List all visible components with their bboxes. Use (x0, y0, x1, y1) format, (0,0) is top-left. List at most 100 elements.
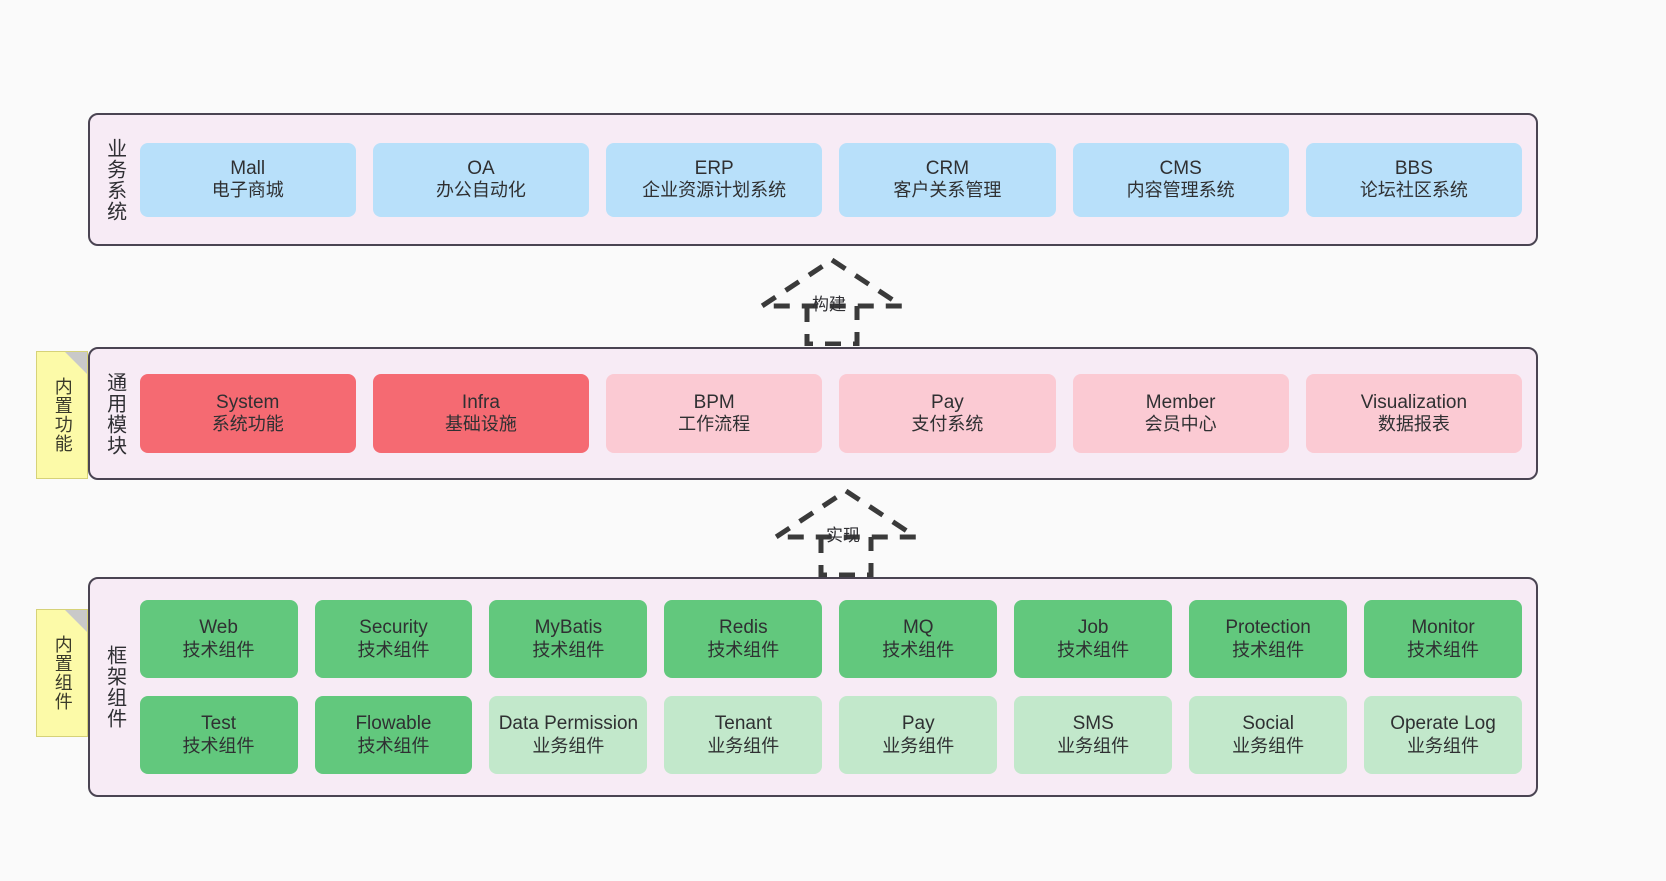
node-title: Data Permission (498, 713, 639, 735)
node-subtitle: 业务组件 (707, 735, 780, 756)
sticky-note-builtin-components: 内置组件 (36, 609, 88, 737)
layer-business-system-caption: 业务系统 (103, 137, 126, 222)
node-subtitle: 业务组件 (1407, 735, 1479, 756)
node-subtitle: 业务组件 (1232, 735, 1305, 756)
node-title: Mall (230, 157, 266, 179)
node-crm[interactable]: CRM 客户关系管理 (839, 142, 1056, 217)
node-erp[interactable]: ERP 企业资源计划系统 (606, 142, 823, 217)
sticky-note-text: 内置组件 (52, 635, 73, 711)
node-title: MQ (902, 617, 934, 639)
node-subtitle: 技术组件 (1232, 639, 1305, 660)
connector-implement-label: 实现 (826, 526, 860, 545)
node-mybatis[interactable]: MyBatis 技术组件 (489, 600, 648, 678)
node-subtitle: 技术组件 (1407, 639, 1479, 660)
node-title: Member (1145, 391, 1216, 413)
node-title: Web (199, 617, 238, 639)
node-tenant[interactable]: Tenant 业务组件 (664, 696, 823, 774)
layer-business-system: 业务系统 Mall 电子商城 OA 办公自动化 ERP 企业资源计划系统 CRM… (88, 113, 1538, 246)
node-bbs[interactable]: BBS 论坛社区系统 (1305, 142, 1522, 217)
node-subtitle: 技术组件 (532, 639, 605, 660)
node-subtitle: 技术组件 (357, 735, 430, 756)
folded-corner-icon (65, 610, 87, 632)
node-title: Redis (719, 617, 768, 639)
node-subtitle: 电子商城 (211, 180, 284, 201)
layer-framework-component-body: Web 技术组件 Security 技术组件 MyBatis 技术组件 Redi… (136, 579, 1536, 795)
node-subtitle: 业务组件 (1057, 735, 1130, 756)
node-oa[interactable]: OA 办公自动化 (372, 142, 590, 217)
node-infra[interactable]: Infra 基础设施 (372, 374, 590, 453)
node-subtitle: 技术组件 (882, 639, 955, 660)
node-data-permission[interactable]: Data Permission 业务组件 (489, 696, 648, 774)
node-visualization[interactable]: Visualization 数据报表 (1305, 374, 1522, 453)
node-title: Operate Log (1390, 713, 1496, 735)
sticky-note-builtin-features: 内置功能 (36, 351, 88, 479)
node-title: CMS (1159, 157, 1202, 179)
connector-build-label: 构建 (812, 295, 846, 314)
node-redis[interactable]: Redis 技术组件 (664, 600, 823, 678)
layer-common-module-body: System 系统功能 Infra 基础设施 BPM 工作流程 Pay 支付系统… (136, 349, 1536, 478)
node-protection[interactable]: Protection 技术组件 (1189, 600, 1348, 678)
node-subtitle: 技术组件 (707, 639, 780, 660)
framework-tech-row: Web 技术组件 Security 技术组件 MyBatis 技术组件 Redi… (139, 600, 1522, 678)
node-system[interactable]: System 系统功能 (139, 374, 356, 453)
common-module-row: System 系统功能 Infra 基础设施 BPM 工作流程 Pay 支付系统… (139, 374, 1522, 453)
node-subtitle: 业务组件 (532, 735, 605, 756)
node-subtitle: 技术组件 (182, 639, 255, 660)
node-title: Tenant (714, 713, 772, 735)
node-subtitle: 技术组件 (357, 639, 430, 660)
node-title: BBS (1394, 157, 1433, 179)
node-operate-log[interactable]: Operate Log 业务组件 (1364, 696, 1522, 774)
node-subtitle: 技术组件 (182, 735, 255, 756)
sticky-note-text: 内置功能 (52, 377, 73, 453)
node-mall[interactable]: Mall 电子商城 (139, 142, 356, 217)
node-subtitle: 内容管理系统 (1126, 180, 1235, 201)
node-title: Infra (461, 391, 500, 413)
node-bpm[interactable]: BPM 工作流程 (606, 374, 823, 453)
node-subtitle: 论坛社区系统 (1359, 180, 1468, 201)
node-job[interactable]: Job 技术组件 (1014, 600, 1173, 678)
node-title: ERP (694, 157, 734, 179)
node-title: CRM (925, 157, 970, 179)
node-pay-component[interactable]: Pay 业务组件 (839, 696, 998, 774)
node-subtitle: 系统功能 (211, 414, 284, 435)
node-security[interactable]: Security 技术组件 (314, 600, 473, 678)
framework-business-row: Test 技术组件 Flowable 技术组件 Data Permission … (139, 696, 1522, 774)
layer-framework-component: 框架组件 Web 技术组件 Security 技术组件 MyBatis 技术组件… (88, 577, 1538, 797)
node-title: Job (1077, 617, 1109, 639)
node-social[interactable]: Social 业务组件 (1189, 696, 1348, 774)
node-subtitle: 企业资源计划系统 (642, 180, 787, 201)
business-system-row: Mall 电子商城 OA 办公自动化 ERP 企业资源计划系统 CRM 客户关系… (139, 142, 1522, 217)
node-subtitle: 办公自动化 (435, 180, 526, 201)
layer-framework-component-caption: 框架组件 (103, 645, 126, 729)
node-title: BPM (693, 391, 735, 413)
node-title: System (216, 391, 280, 413)
node-title: Monitor (1411, 617, 1475, 639)
node-title: Flowable (355, 713, 432, 735)
node-subtitle: 客户关系管理 (893, 180, 1002, 201)
node-title: MyBatis (534, 617, 603, 639)
node-title: OA (467, 157, 495, 179)
layer-common-module: 通用模块 System 系统功能 Infra 基础设施 BPM 工作流程 Pay… (88, 347, 1538, 480)
node-flowable[interactable]: Flowable 技术组件 (314, 696, 473, 774)
layer-common-module-caption: 通用模块 (103, 371, 126, 456)
node-member[interactable]: Member 会员中心 (1072, 374, 1289, 453)
node-monitor[interactable]: Monitor 技术组件 (1364, 600, 1522, 678)
node-subtitle: 会员中心 (1144, 414, 1217, 435)
node-sms[interactable]: SMS 业务组件 (1014, 696, 1173, 774)
layer-business-system-body: Mall 电子商城 OA 办公自动化 ERP 企业资源计划系统 CRM 客户关系… (136, 115, 1536, 244)
node-subtitle: 基础设施 (444, 414, 517, 435)
node-cms[interactable]: CMS 内容管理系统 (1072, 142, 1289, 217)
node-subtitle: 支付系统 (911, 414, 984, 435)
node-pay[interactable]: Pay 支付系统 (839, 374, 1056, 453)
node-web[interactable]: Web 技术组件 (139, 600, 298, 678)
node-title: Security (359, 617, 428, 639)
node-title: SMS (1072, 713, 1114, 735)
folded-corner-icon (65, 352, 87, 374)
node-title: Visualization (1360, 391, 1468, 413)
node-subtitle: 工作流程 (678, 414, 751, 435)
node-mq[interactable]: MQ 技术组件 (839, 600, 998, 678)
node-test[interactable]: Test 技术组件 (139, 696, 298, 774)
node-title: Social (1242, 713, 1294, 735)
node-title: Test (201, 713, 236, 735)
node-title: Protection (1225, 617, 1311, 639)
